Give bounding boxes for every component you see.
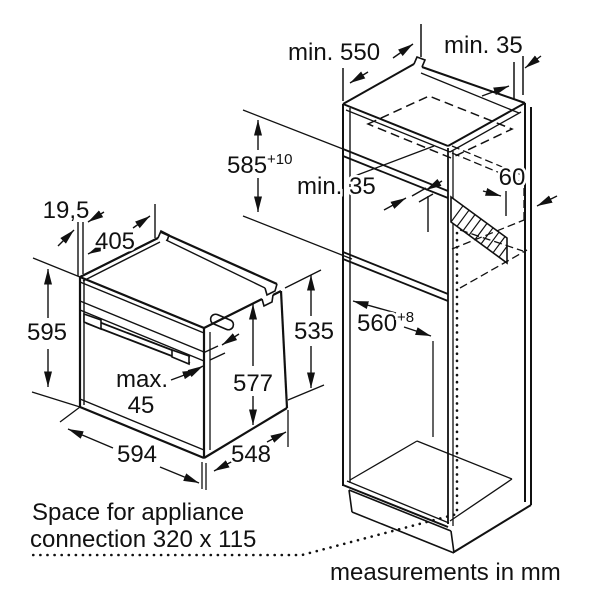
dim-vent-strip-width: 60 bbox=[482, 162, 558, 216]
svg-text:45: 45 bbox=[128, 392, 155, 419]
svg-text:594: 594 bbox=[117, 441, 157, 468]
dim-control-panel-depth: 19,5 bbox=[40, 195, 105, 276]
svg-text:535: 535 bbox=[294, 318, 334, 345]
dim-niche-width: 560+8 bbox=[352, 300, 434, 437]
svg-text:60: 60 bbox=[499, 164, 526, 191]
hidden-vent-edges bbox=[451, 145, 528, 289]
dim-niche-height: 585+10 bbox=[225, 109, 353, 260]
oven-rear-notch-right bbox=[264, 283, 278, 297]
svg-text:max.: max. bbox=[116, 366, 168, 393]
units-note: measurements in mm bbox=[330, 559, 561, 586]
svg-text:min. 550: min. 550 bbox=[288, 39, 380, 66]
dim-casing-rear-height: 535 bbox=[284, 269, 337, 401]
dim-appliance-depth: 548 bbox=[205, 410, 289, 490]
dim-door-protrusion: max. 45 bbox=[113, 333, 240, 422]
connection-space-note: Space for appliance connection 320 x 115 bbox=[30, 499, 256, 553]
svg-text:548: 548 bbox=[231, 441, 271, 468]
door-handle bbox=[83, 312, 191, 366]
svg-text:595: 595 bbox=[27, 319, 67, 346]
door-bottom-edge bbox=[79, 398, 205, 451]
svg-text:585+10: 585+10 bbox=[227, 151, 293, 179]
vent-strip bbox=[450, 195, 508, 265]
oven-rear-notch-left bbox=[157, 229, 170, 242]
cabinet-plinth bbox=[348, 489, 455, 554]
svg-text:577: 577 bbox=[233, 370, 273, 397]
svg-text:Space for appliance: Space for appliance bbox=[32, 499, 244, 526]
svg-text:connection 320 x 115: connection 320 x 115 bbox=[30, 526, 256, 553]
control-panel-edge bbox=[79, 300, 205, 353]
oven-isometric bbox=[78, 229, 289, 460]
side-grip-cutout bbox=[209, 313, 235, 331]
dim-cabinet-min-depth: min. 550 bbox=[286, 24, 422, 101]
svg-text:560+8: 560+8 bbox=[357, 309, 414, 337]
cabinet-rear-notch bbox=[413, 55, 427, 68]
svg-text:min. 35: min. 35 bbox=[444, 32, 523, 59]
svg-text:19,5: 19,5 bbox=[43, 197, 90, 224]
connection-space-leader bbox=[30, 231, 459, 557]
dim-rear-top-gap: min. 35 bbox=[442, 30, 542, 99]
dim-top-depth: 405 bbox=[87, 204, 156, 258]
hidden-top-cutout bbox=[366, 95, 514, 159]
dim-appliance-height: 595 bbox=[24, 257, 81, 408]
cabinet-isometric bbox=[30, 55, 532, 557]
dim-casing-height: 577 bbox=[230, 304, 276, 425]
dim-shelf-rear-gap: min. 35 bbox=[295, 171, 443, 232]
dim-appliance-width: 594 bbox=[59, 406, 203, 489]
niche-floor-edge bbox=[342, 251, 449, 295]
svg-text:min. 35: min. 35 bbox=[297, 173, 376, 200]
svg-text:405: 405 bbox=[95, 228, 135, 255]
